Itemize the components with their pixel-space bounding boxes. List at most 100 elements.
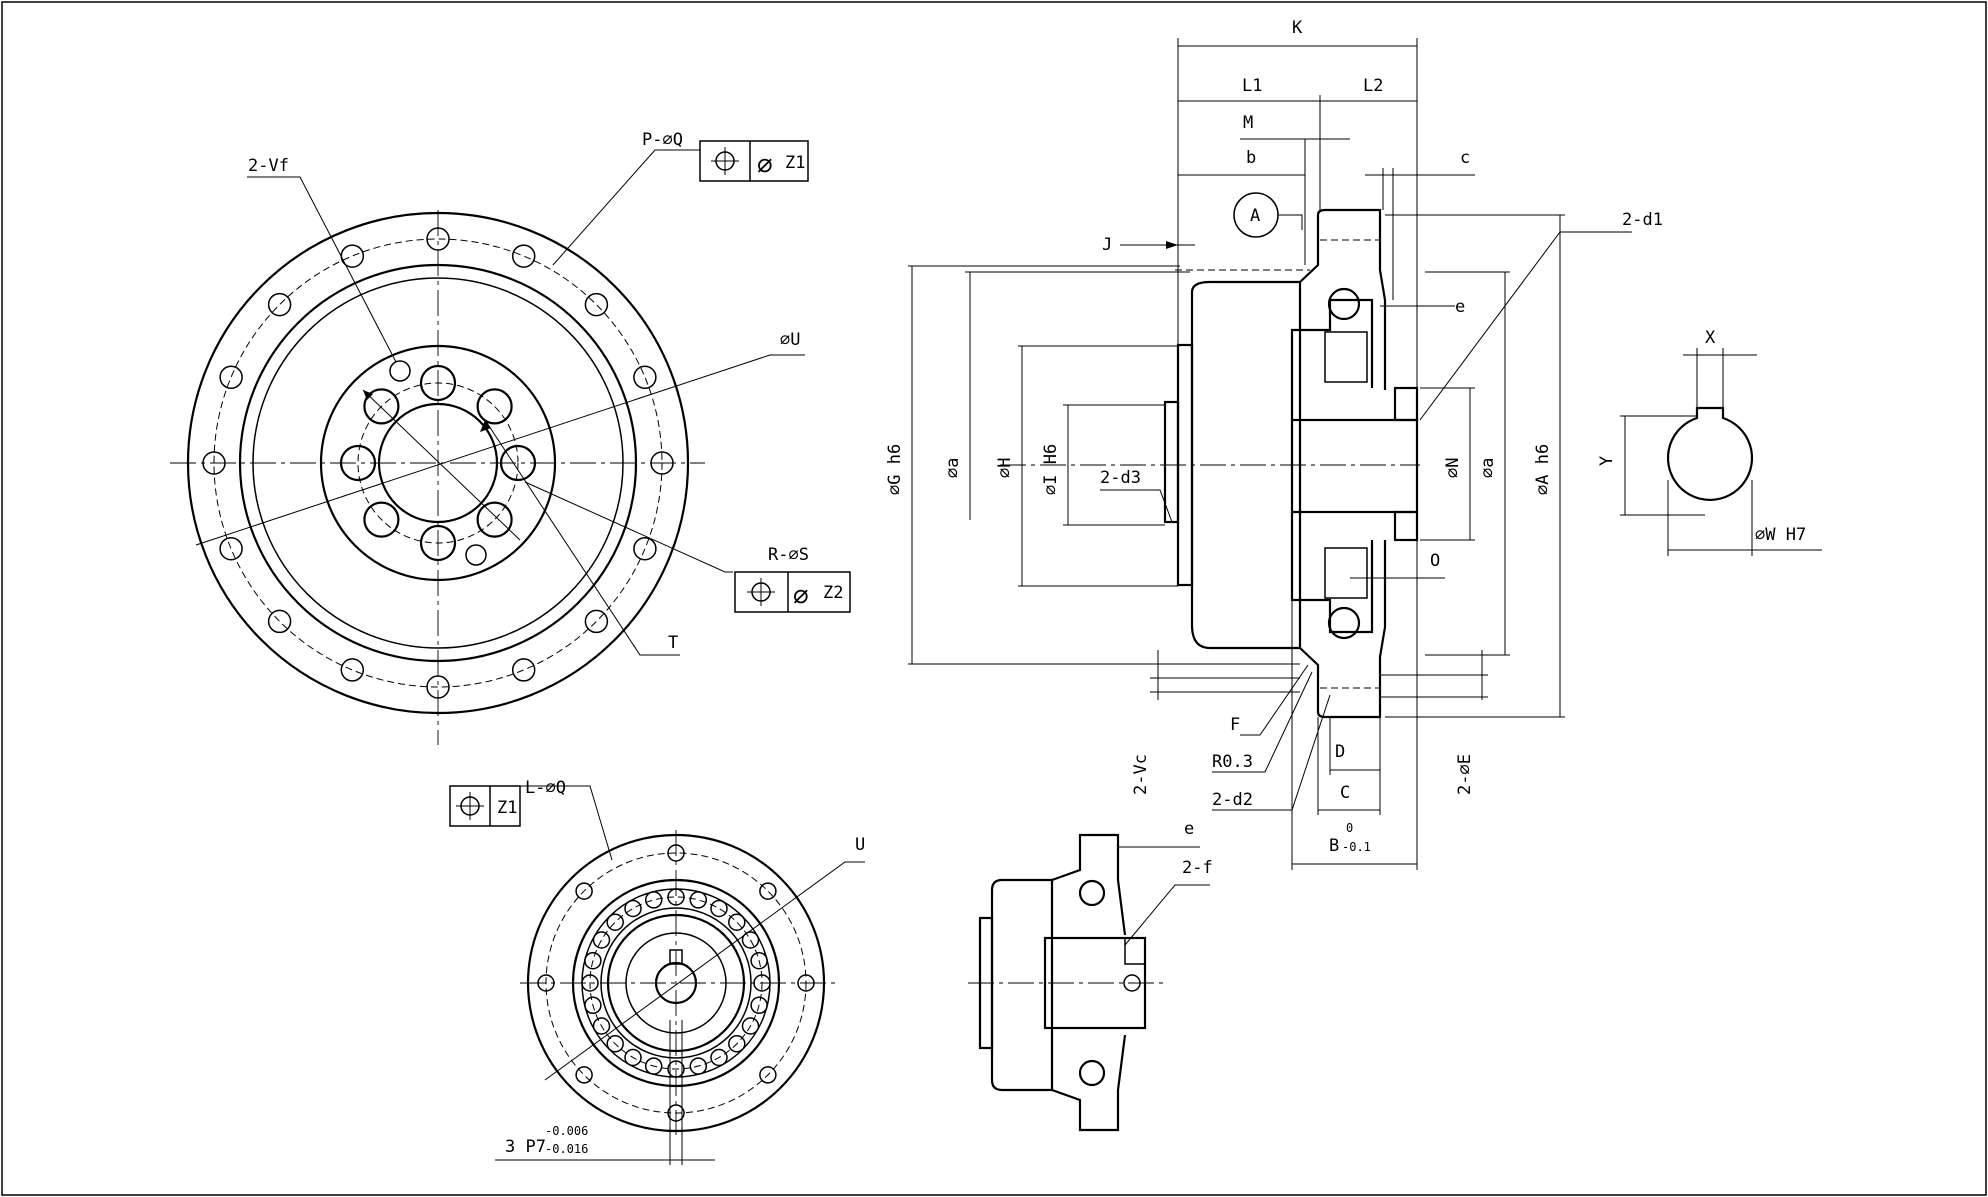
arrow-t-2	[363, 390, 373, 400]
arrow-t-1	[480, 420, 491, 432]
label-d: D	[1335, 742, 1345, 762]
small-body	[990, 878, 1054, 1092]
rear-ball-18	[644, 891, 663, 909]
leader-u	[544, 861, 865, 1081]
rear-ball-22	[728, 913, 746, 931]
rear-ball-15	[592, 931, 611, 949]
label-o: O	[1430, 551, 1440, 571]
dim-j-arrow	[1166, 241, 1178, 249]
rear-hole-6	[575, 882, 593, 900]
front-inner-holes	[339, 364, 537, 562]
small-ball-top	[1078, 879, 1106, 907]
label-z1: Z1	[785, 153, 805, 173]
front-body-inner	[252, 277, 624, 649]
fcf-pq-frame	[699, 140, 809, 182]
rear-ball-2	[750, 996, 768, 1015]
rear-hole-4	[575, 1066, 593, 1084]
label-r03: R0.3	[1212, 752, 1253, 772]
fcf-pq-diameter-sym: ⌀	[757, 149, 773, 179]
section-hub	[1290, 418, 1419, 514]
front-inner-hole-8	[476, 388, 513, 425]
section-ball-bottom	[1327, 606, 1361, 640]
front-outer-flange	[186, 211, 690, 715]
section-housing-top	[1299, 208, 1387, 390]
rear-ball-24	[750, 951, 768, 970]
label-z1b: Z1	[497, 798, 517, 818]
rear-ball-23	[741, 931, 760, 949]
leader-lq	[520, 785, 613, 861]
front-inner-hole-3	[419, 524, 457, 562]
front-outer-hole-6	[340, 658, 365, 682]
front-bolt-circle	[213, 238, 663, 688]
label-d1: 2-d1	[1622, 210, 1663, 230]
rear-outer	[526, 833, 826, 1133]
front-outer-hole-10	[219, 365, 243, 390]
keyway-profile	[1666, 406, 1754, 502]
rear-key	[669, 949, 683, 965]
section-inner-ring-top	[1290, 298, 1374, 420]
leader-pq	[552, 149, 700, 266]
label-e-dia: 2-⌀E	[1455, 754, 1475, 795]
label-a-left: ⌀a	[943, 458, 963, 478]
front-outer-hole-4	[511, 658, 536, 682]
leader-d1	[1419, 231, 1632, 421]
label-p7-lower-tol: -0.016	[545, 1142, 588, 1156]
fcf-rs-frame	[734, 571, 851, 613]
leader-d2	[1212, 694, 1331, 811]
front-inner-hole-4	[363, 501, 400, 538]
leader-d3	[1100, 489, 1173, 523]
label-l2: L2	[1363, 76, 1383, 96]
label-u: U	[855, 835, 865, 855]
leader-f	[1240, 664, 1309, 736]
leader-t	[484, 419, 680, 656]
label-b: b	[1246, 148, 1256, 168]
label-d2: 2-d2	[1212, 790, 1253, 810]
label-i: ⌀I H6	[1041, 444, 1061, 495]
front-inner-hole-7	[419, 364, 457, 402]
leader-f-small	[1124, 884, 1210, 946]
label-e: e	[1455, 297, 1465, 317]
leader-rs	[524, 481, 733, 573]
keyway-detail	[1620, 348, 1822, 556]
small-ball-bot	[1078, 1059, 1106, 1087]
rear-balls	[581, 888, 771, 1078]
label-e-small: e	[1184, 819, 1194, 839]
front-inner-bolt-circle	[357, 382, 519, 544]
label-n: ⌀N	[1443, 458, 1463, 478]
label-w: ⌀W H7	[1755, 525, 1806, 545]
small-hub-step	[1124, 937, 1146, 965]
front-view: ⌀ ⌀	[170, 140, 851, 745]
rear-hole-5	[537, 974, 555, 992]
front-outer-hole-16	[633, 365, 657, 390]
rear-hub-outer	[606, 913, 746, 1053]
label-lq: L-⌀Q	[525, 778, 566, 798]
label-a-right: ⌀a	[1478, 458, 1498, 478]
label-rs: R-⌀S	[768, 545, 809, 565]
rear-hole-2	[759, 1066, 777, 1084]
front-body-outer	[238, 263, 638, 663]
section-front-face	[1163, 400, 1180, 524]
rear-ball-14	[584, 951, 602, 970]
label-u-dia: ⌀U	[780, 330, 800, 350]
rear-ball-20	[689, 891, 708, 909]
rear-ball-12	[584, 996, 602, 1015]
label-d3: 2-d3	[1100, 468, 1141, 488]
front-outer-hole-1	[650, 451, 674, 475]
datum-a-leader	[1278, 214, 1303, 230]
small-hub	[1043, 936, 1147, 1030]
rear-hole-7	[667, 844, 685, 862]
front-bore	[377, 402, 499, 524]
label-c: c	[1460, 148, 1470, 168]
rear-ball-17	[624, 899, 642, 918]
rear-ball-7	[667, 1060, 685, 1078]
front-hub-outer	[319, 344, 557, 582]
front-outer-hole-9	[202, 451, 226, 475]
rear-ball-16	[606, 913, 624, 931]
section-gear-top	[1324, 331, 1368, 383]
small-housing-top	[1051, 833, 1127, 936]
label-z2: Z2	[823, 583, 843, 603]
label-a-h6: ⌀A h6	[1533, 444, 1553, 495]
small-side-view	[968, 833, 1210, 1132]
rear-ball-5	[710, 1048, 728, 1067]
